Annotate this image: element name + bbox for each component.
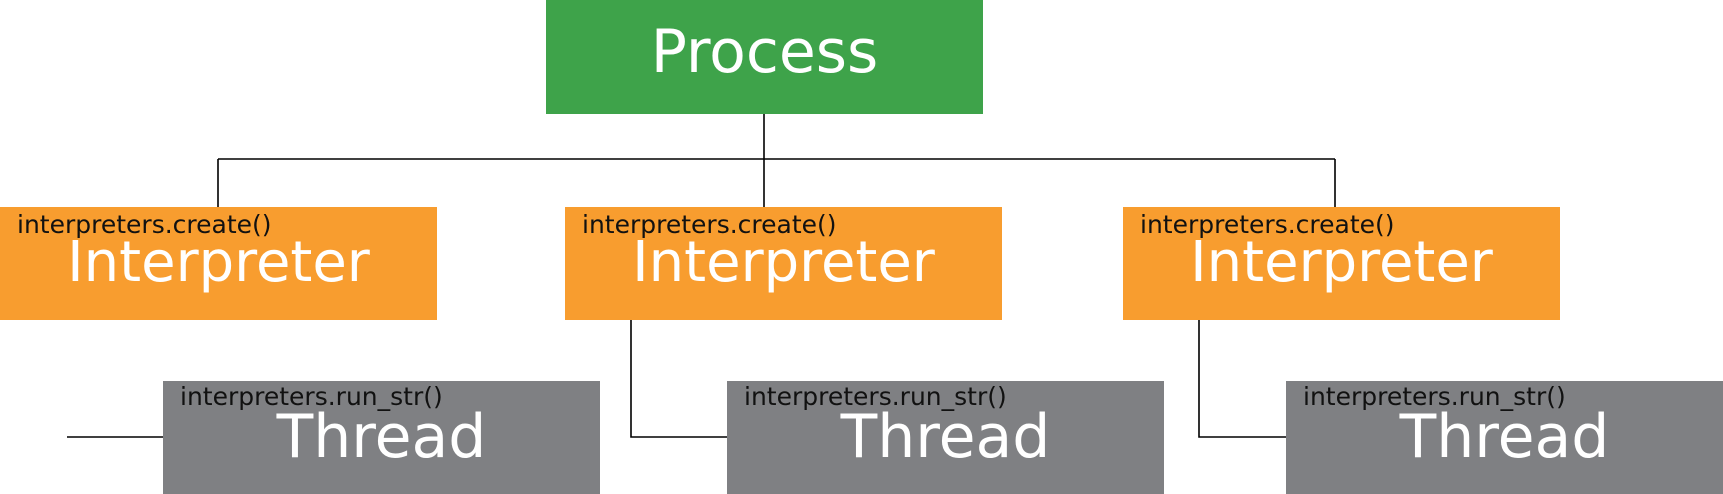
thread-label-1: Thread — [276, 402, 487, 472]
interpreter-label-2: Interpreter — [632, 230, 935, 295]
interpreter-label-1: Interpreter — [67, 230, 370, 295]
thread-call-1: interpreters.run_str() — [180, 382, 443, 411]
interpreter-box-3: interpreters.create() Interpreter — [1123, 207, 1560, 320]
interpreter-label-3: Interpreter — [1190, 230, 1493, 295]
process-box: Process — [546, 0, 983, 114]
thread-call-2: interpreters.run_str() — [744, 382, 1007, 411]
interpreter-call-1: interpreters.create() — [17, 210, 272, 239]
thread-3-connector — [1198, 320, 1286, 438]
thread-label-2: Thread — [840, 402, 1051, 472]
interpreter-call-2: interpreters.create() — [582, 210, 837, 239]
interpreter-box-1: interpreters.create() Interpreter — [0, 207, 437, 320]
process-label: Process — [650, 17, 879, 87]
thread-box-3: interpreters.run_str() Thread — [1286, 381, 1723, 494]
thread-call-3: interpreters.run_str() — [1303, 382, 1566, 411]
interpreter-call-3: interpreters.create() — [1140, 210, 1395, 239]
thread-label-3: Thread — [1399, 402, 1610, 472]
thread-box-2: interpreters.run_str() Thread — [727, 381, 1164, 494]
thread-2-connector — [630, 320, 727, 438]
thread-box-1: interpreters.run_str() Thread — [163, 381, 600, 494]
interpreter-box-2: interpreters.create() Interpreter — [565, 207, 1002, 320]
